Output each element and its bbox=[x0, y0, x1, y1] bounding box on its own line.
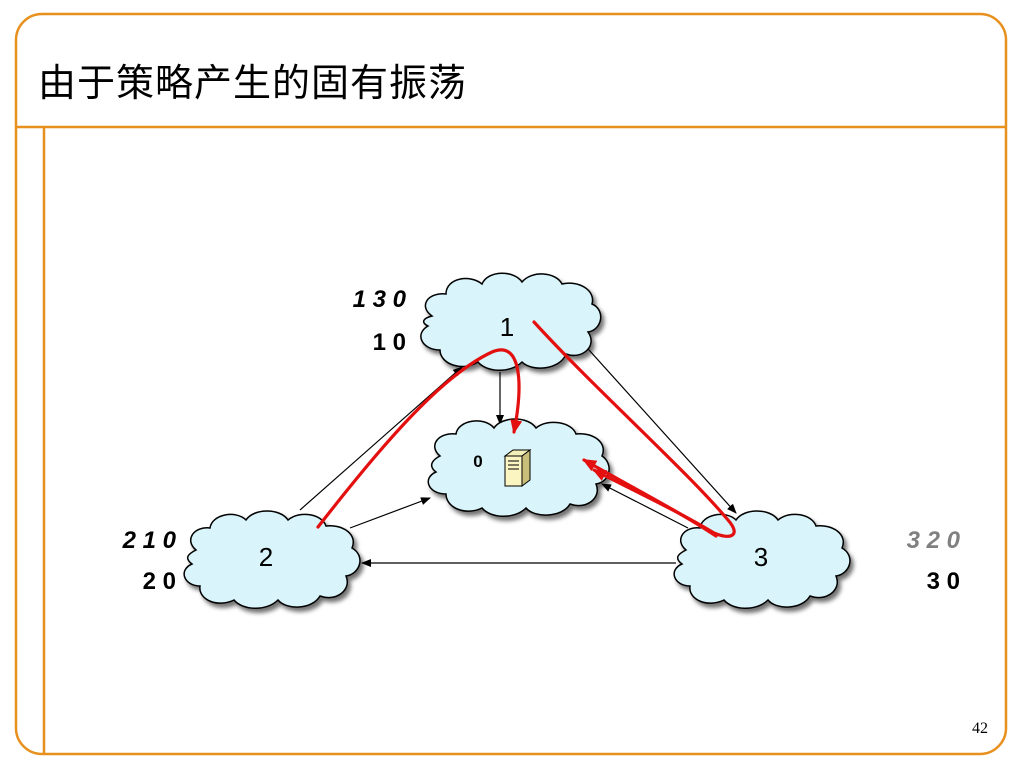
link-2-to-0 bbox=[349, 497, 431, 529]
node-2-preferred-path: 2 1 0 bbox=[122, 527, 177, 554]
page-title: 由于策略产生的固有振荡 bbox=[38, 61, 468, 105]
slide-frame bbox=[14, 12, 1008, 756]
node-2-label: 2 bbox=[259, 542, 273, 572]
node-1-direct-path: 1 0 bbox=[373, 329, 406, 356]
node-3-label: 3 bbox=[754, 542, 768, 572]
server-icon bbox=[503, 449, 532, 487]
route-2-via-1-to-0 bbox=[316, 348, 523, 529]
cloud-node-2 bbox=[183, 510, 361, 609]
node-1-preferred-path: 1 3 0 bbox=[353, 286, 407, 313]
node-2-direct-path: 2 0 bbox=[143, 568, 176, 595]
route-3-to-0 bbox=[582, 458, 718, 538]
node-1-label: 1 bbox=[500, 312, 514, 342]
link-3-to-0 bbox=[601, 483, 689, 529]
page-number: 42 bbox=[972, 720, 988, 737]
node-3-preferred-path: 3 2 0 bbox=[907, 527, 961, 554]
link-1-to-3 bbox=[579, 339, 737, 514]
node-3-direct-path: 3 0 bbox=[927, 568, 960, 595]
node-0-label: 0 bbox=[473, 452, 482, 471]
link-arrows bbox=[299, 339, 737, 567]
route-arrows bbox=[316, 320, 736, 538]
